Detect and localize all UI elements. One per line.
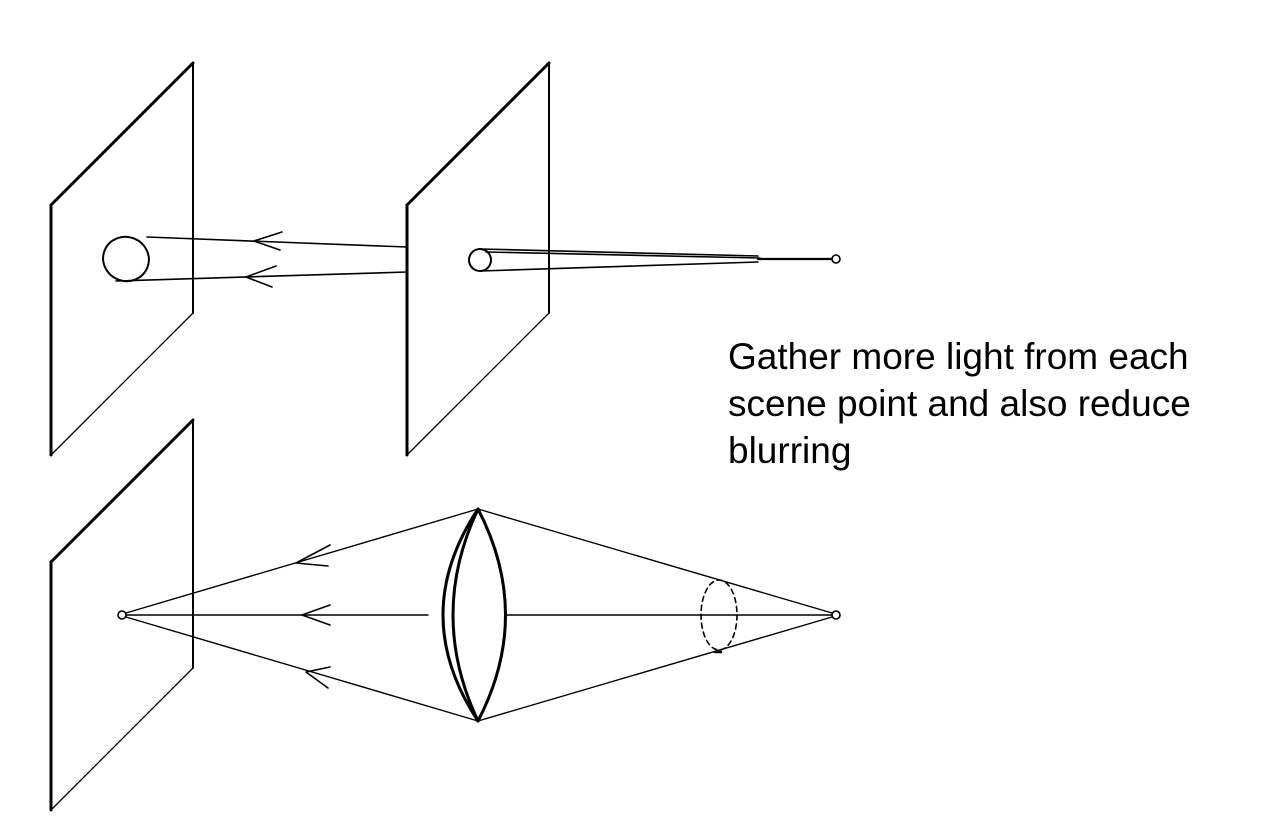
bottom-arrow-heads bbox=[295, 544, 331, 689]
caption-line-3: blurring bbox=[728, 430, 852, 471]
top-arrow-heads bbox=[245, 231, 283, 288]
lens bbox=[441, 507, 507, 723]
top-aperture-plane bbox=[405, 61, 551, 457]
bottom-scene-point bbox=[831, 610, 841, 620]
caption-line-1: Gather more light from each bbox=[728, 336, 1189, 377]
bottom-image-plane bbox=[49, 418, 195, 812]
bottom-dashed-cone-section bbox=[700, 579, 738, 651]
top-image-plane bbox=[49, 61, 195, 457]
caption-text: Gather more light from each scene point … bbox=[728, 333, 1268, 474]
top-light-beam bbox=[115, 236, 834, 282]
top-scene-point bbox=[831, 254, 841, 264]
caption-line-2: scene point and also reduce bbox=[728, 383, 1191, 424]
top-projected-blur-circle bbox=[102, 235, 150, 283]
bottom-image-point bbox=[117, 610, 127, 620]
bottom-light-rays bbox=[125, 508, 833, 722]
